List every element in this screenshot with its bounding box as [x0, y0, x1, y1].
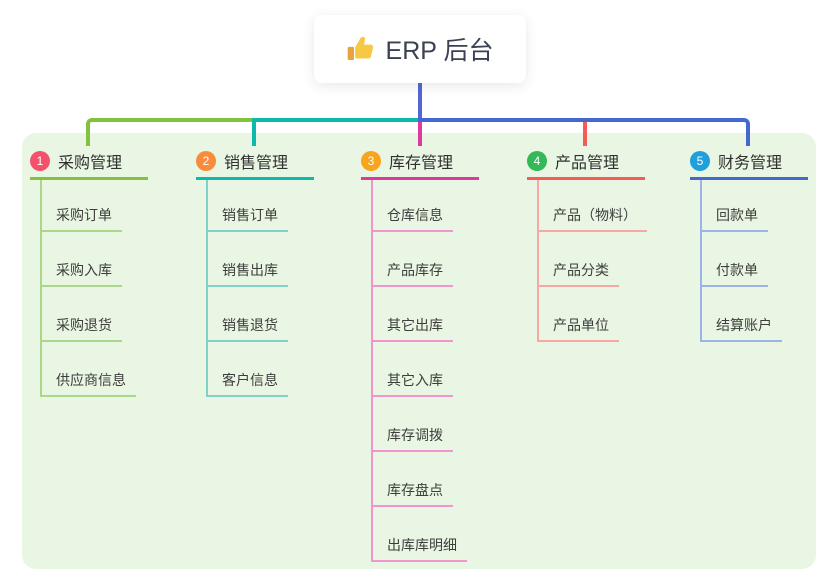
child-node[interactable]: 供应商信息: [40, 358, 136, 397]
branch-number-badge: 4: [527, 151, 547, 171]
branch-header-3[interactable]: 3 库存管理: [361, 149, 479, 180]
branch-label: 销售管理: [224, 155, 289, 172]
branch-trunk-line: [40, 179, 42, 397]
child-node[interactable]: 销售退货: [206, 303, 288, 342]
child-node[interactable]: 回款单: [700, 193, 768, 232]
connector-drop-sales: [252, 118, 256, 146]
branches-panel: [22, 133, 816, 569]
child-node[interactable]: 采购订单: [40, 193, 122, 232]
root-node[interactable]: ERP 后台: [314, 15, 526, 83]
branch-trunk-line: [537, 179, 539, 342]
thumbs-up-icon: [347, 35, 375, 63]
child-node[interactable]: 仓库信息: [371, 193, 453, 232]
connector-elbow-right: [418, 118, 750, 146]
branch-children: 仓库信息产品库存其它出库其它入库库存调拨库存盘点出库库明细: [371, 193, 467, 578]
branch-children: 采购订单采购入库采购退货供应商信息: [40, 193, 136, 413]
branch-number-badge: 1: [30, 151, 50, 171]
branch-header-2[interactable]: 2 销售管理: [196, 149, 314, 180]
child-node[interactable]: 产品库存: [371, 248, 453, 287]
child-node[interactable]: 销售出库: [206, 248, 288, 287]
child-node[interactable]: 库存盘点: [371, 468, 453, 507]
connector-drop-product: [583, 122, 587, 146]
connector-root-drop: [418, 83, 422, 122]
branch-label: 采购管理: [58, 155, 123, 172]
child-node[interactable]: 库存调拨: [371, 413, 453, 452]
branch-header-4[interactable]: 4 产品管理: [527, 149, 645, 180]
child-node[interactable]: 其它出库: [371, 303, 453, 342]
child-node[interactable]: 出库库明细: [371, 523, 467, 562]
child-node[interactable]: 产品（物料）: [537, 193, 647, 232]
connector-horizontal-teal: [252, 118, 422, 122]
child-node[interactable]: 采购退货: [40, 303, 122, 342]
child-node[interactable]: 其它入库: [371, 358, 453, 397]
root-label: ERP 后台: [385, 37, 494, 65]
branch-label: 产品管理: [555, 155, 620, 172]
branch-number-badge: 3: [361, 151, 381, 171]
child-node[interactable]: 客户信息: [206, 358, 288, 397]
branch-children: 回款单付款单结算账户: [700, 193, 782, 358]
child-node[interactable]: 产品单位: [537, 303, 619, 342]
child-node[interactable]: 付款单: [700, 248, 768, 287]
branch-header-1[interactable]: 1 采购管理: [30, 149, 148, 180]
branch-number-badge: 2: [196, 151, 216, 171]
branch-children: 产品（物料） 产品分类产品单位: [537, 193, 647, 358]
connector-drop-inventory: [418, 122, 422, 146]
branch-header-5[interactable]: 5 财务管理: [690, 149, 808, 180]
child-node[interactable]: 产品分类: [537, 248, 619, 287]
branch-label: 财务管理: [718, 155, 783, 172]
child-node[interactable]: 销售订单: [206, 193, 288, 232]
branch-number-badge: 5: [690, 151, 710, 171]
branch-trunk-line: [371, 179, 373, 562]
branch-label: 库存管理: [389, 155, 454, 172]
connector-elbow-left: [86, 118, 256, 146]
child-node[interactable]: 结算账户: [700, 303, 782, 342]
branch-trunk-line: [700, 179, 702, 342]
branch-children: 销售订单销售出库销售退货客户信息: [206, 193, 288, 413]
branch-trunk-line: [206, 179, 208, 397]
child-node[interactable]: 采购入库: [40, 248, 122, 287]
